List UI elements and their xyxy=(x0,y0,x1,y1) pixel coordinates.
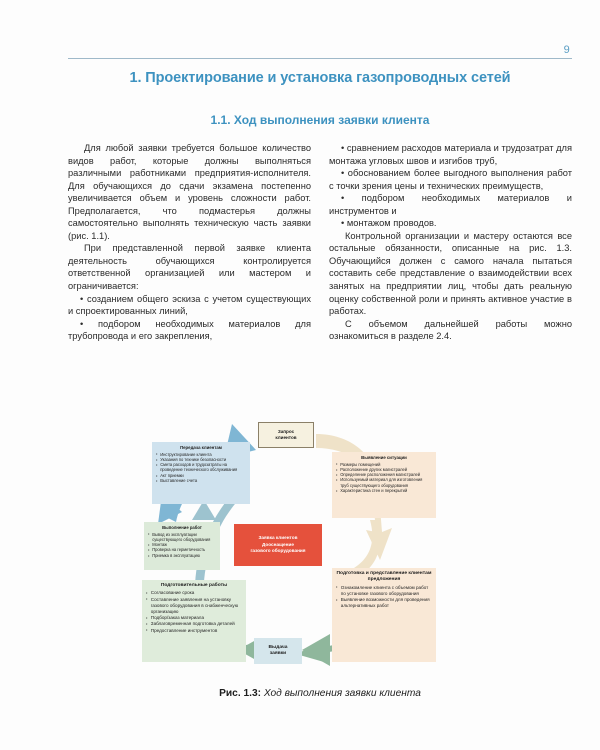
figure-caption-text: Ход выполнения заявки клиента xyxy=(263,688,421,699)
node-issue-title: Выдача заявки xyxy=(268,644,288,656)
node-list-item: Размеры помещений xyxy=(336,461,432,467)
node-handover-items: Инструктирование клиентаУказания по техн… xyxy=(156,451,246,484)
arrow-issue-to-preparation-head xyxy=(238,640,256,660)
body-paragraph: С объемом дальнейшей работы можно ознако… xyxy=(329,318,572,342)
figure-caption: Рис. 1.3: Ход выполнения заявки клиента xyxy=(68,688,572,699)
node-list-item: Приемка в эксплуатацию xyxy=(148,553,216,559)
body-bullet: • подбором необходимых материалов для тр… xyxy=(68,318,311,342)
node-list-item: Согласование срока xyxy=(146,590,242,596)
node-list-item: Выявление возможности для проведения аль… xyxy=(336,597,432,609)
node-list-item: Выставление счета xyxy=(156,478,246,484)
node-work-items: Вывод из эксплуатации существующего обор… xyxy=(148,531,216,559)
body-bullet: • обоснованием более выгодного выполнени… xyxy=(329,168,572,191)
node-list-item: Предоставление инструментов xyxy=(146,627,242,633)
figure-process-cycle: Запрос клиентов Передача клиентам Инстру… xyxy=(120,420,482,678)
arrow-situation-to-offer xyxy=(354,520,381,576)
figure-caption-label: Рис. 1.3: xyxy=(219,688,262,699)
running-head: 9 xyxy=(68,44,572,59)
body-bullet: • подбором необходимых материалов и инст… xyxy=(329,193,572,216)
node-offer: Подготовка и представление клиентам пред… xyxy=(332,568,436,662)
node-request: Запрос клиентов xyxy=(258,422,314,448)
node-preparation: Подготовительные работы Согласование сро… xyxy=(142,580,246,662)
body-column-left: Для любой заявки требуется большое колич… xyxy=(68,142,311,420)
node-list-item: Определение расположения магистралей xyxy=(336,472,432,478)
node-list-item: Инструктирование клиента xyxy=(156,451,246,457)
node-center-title: Заявка клиентов Дооснащение газового обо… xyxy=(250,535,306,554)
page-number: 9 xyxy=(563,44,570,56)
node-list-item: Акт приемки xyxy=(156,473,246,479)
node-center-order: Заявка клиентов Дооснащение газового обо… xyxy=(234,524,322,566)
node-list-item: Подбор/заказ материала xyxy=(146,615,242,621)
node-situation-title: Выявление ситуации xyxy=(361,455,407,460)
node-list-item: Расположение других магистралей xyxy=(336,467,432,473)
node-request-title: Запрос клиентов xyxy=(275,429,297,440)
node-work-title: Выполнение работ xyxy=(162,525,202,530)
body-bullet: • сравнением расходов материала и трудоз… xyxy=(329,143,572,166)
node-list-item: Заблаговременная подготовка деталей xyxy=(146,621,242,627)
node-situation-items: Размеры помещенийРасположение других маг… xyxy=(336,461,432,494)
chapter-title: 1. Проектирование и установка газопровод… xyxy=(129,70,511,86)
node-list-item: Смета расходов и трудозатраты на проведе… xyxy=(156,462,246,473)
header-rule xyxy=(68,58,572,59)
node-situation: Выявление ситуации Размеры помещенийРасп… xyxy=(332,452,436,518)
node-list-item: Проверка на герметичность xyxy=(148,547,216,553)
body-paragraph: Контрольной организации и мастеру остают… xyxy=(329,230,572,317)
node-preparation-items: Согласование срокаСоставление заявления … xyxy=(146,590,242,634)
node-handover-title: Передача клиентам xyxy=(180,445,222,450)
arrow-offer-to-issue-head xyxy=(302,634,330,666)
body-paragraph: При представленной первой заявке клиента… xyxy=(68,243,311,292)
section-title: 1.1. Ход выполнения заявки клиента xyxy=(210,113,430,127)
node-work-execution: Выполнение работ Вывод из эксплуатации с… xyxy=(144,522,220,570)
node-issue-order: Выдача заявки xyxy=(254,638,302,664)
node-list-item: Монтаж xyxy=(148,542,216,548)
node-list-item: Вывод из эксплуатации существующего обор… xyxy=(148,531,216,543)
body-paragraph: Для любой заявки требуется большое колич… xyxy=(68,143,311,241)
node-offer-items: Ознакомление клиента с объемом работ по … xyxy=(336,584,432,610)
node-list-item: Используемый материал для изготовления т… xyxy=(336,477,432,488)
body-column-right: • сравнением расходов материала и трудоз… xyxy=(329,142,572,420)
node-list-item: Ознакомление клиента с объемом работ по … xyxy=(336,584,432,597)
body-columns: Для любой заявки требуется большое колич… xyxy=(68,142,572,420)
body-bullet: • монтажом проводов. xyxy=(341,218,437,229)
node-preparation-title: Подготовительные работы xyxy=(160,583,228,588)
node-handover: Передача клиентам Инструктирование клиен… xyxy=(152,442,250,504)
arrow-left-mid-head xyxy=(192,500,216,520)
node-list-item: Указания по технике безопасности xyxy=(156,457,246,463)
node-offer-title: Подготовка и представление клиентам пред… xyxy=(336,571,432,583)
node-list-item: Составление заявления на установку газов… xyxy=(146,596,242,616)
body-bullet: • созданием общего эскиза с учетом сущес… xyxy=(68,293,311,317)
node-list-item: Характеристика стен и перекрытий xyxy=(336,488,432,494)
